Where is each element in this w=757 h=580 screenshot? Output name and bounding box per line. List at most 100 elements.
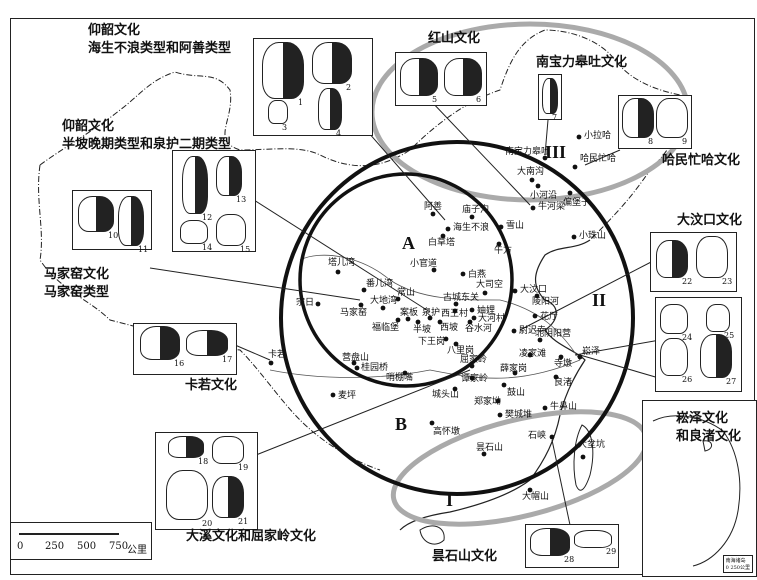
artifact-number: 5 <box>432 95 438 104</box>
site-label: 庙子沟 <box>462 205 490 215</box>
artifact-number: 28 <box>564 555 575 564</box>
artifact-number: 4 <box>336 129 342 138</box>
site-label: 哈民忙哈 <box>580 154 617 164</box>
artifact-number: 2 <box>346 83 352 92</box>
pottery-vessel-icon <box>182 156 208 214</box>
culture-label-hongshan: 红山文化 <box>428 31 481 46</box>
site-dot <box>427 315 433 321</box>
site-dot <box>469 214 475 220</box>
artifact-number: 22 <box>682 277 693 286</box>
site-dot <box>482 290 488 296</box>
site-label: 桂园桥 <box>361 363 389 373</box>
pottery-vessel-icon <box>212 476 244 518</box>
culture-label-majiayao: 马家窑文化马家窑类型 <box>44 267 110 300</box>
artifact-number: 9 <box>682 137 688 146</box>
site-label: 雪山 <box>506 221 525 231</box>
site-dot <box>527 487 533 493</box>
site-dot <box>268 360 274 366</box>
artifact-number: 16 <box>174 359 185 368</box>
site-dot <box>469 307 475 313</box>
site-label: 南宝力皋吐 <box>505 147 551 157</box>
site-label: 小拉哈 <box>584 131 612 141</box>
site-label: 哨棚嘴 <box>386 373 414 383</box>
site-dot <box>558 354 564 360</box>
outer-circle-b <box>279 140 635 496</box>
site-dot <box>501 382 507 388</box>
pottery-vessel-icon <box>168 436 204 458</box>
site-label: 泉护 <box>422 308 441 318</box>
artifact-number: 13 <box>236 195 247 204</box>
site-dot <box>358 302 364 308</box>
site-label: 尉迟寺 <box>519 326 547 336</box>
artifact-number: 8 <box>648 137 654 146</box>
culture-label-tanshishan: 昙石山文化 <box>432 549 498 564</box>
pottery-vessel-icon <box>696 236 728 278</box>
site-dot <box>572 164 578 170</box>
site-dot <box>405 316 411 322</box>
site-dot <box>535 183 541 189</box>
site-label: 八里岗 <box>447 346 475 356</box>
artifact-number: 1 <box>298 98 304 107</box>
artifact-number: 29 <box>606 547 617 556</box>
pottery-vessel-icon <box>706 304 730 332</box>
site-dot <box>430 211 436 217</box>
pottery-vessel-icon <box>542 78 558 114</box>
culture-label-karuo: 卡若文化 <box>185 378 238 393</box>
site-dot <box>481 451 487 457</box>
artifact-number: 20 <box>202 519 213 528</box>
inner-circle-a <box>298 172 514 388</box>
pottery-vessel-icon <box>318 88 342 130</box>
site-label: 寺墩 <box>554 359 573 369</box>
artifact-number: 6 <box>476 95 482 104</box>
artifact-number: 21 <box>238 517 249 526</box>
site-dot <box>577 354 583 360</box>
site-dot <box>452 308 458 314</box>
site-label: 小河沿 <box>530 191 558 201</box>
site-label: 石峡 <box>528 431 547 441</box>
site-label: 谷水河 <box>465 324 493 334</box>
yangtze-river <box>269 359 581 379</box>
site-dot <box>395 317 401 323</box>
artifact-number: 23 <box>722 277 733 286</box>
pottery-vessel-icon <box>78 196 114 232</box>
culture-label-dawenkou: 大汶口文化 <box>677 213 743 228</box>
artifact-number: 26 <box>682 375 693 384</box>
scale-bar: 0 250 500 750 公里 <box>10 522 152 560</box>
culture-label-songze-liangzhu: 崧泽文化和良渚文化 <box>676 411 742 444</box>
site-dot <box>469 363 475 369</box>
region-ii: II <box>592 290 607 310</box>
culture-label-haminmangha: 哈民忙哈文化 <box>662 153 741 168</box>
site-label: 鼓山 <box>507 388 526 398</box>
site-label: 郑家坳 <box>474 397 502 407</box>
site-dot <box>467 319 473 325</box>
artifact-number: 3 <box>282 123 288 132</box>
site-label: 白草塔 <box>428 238 456 248</box>
artifact-number: 19 <box>238 463 249 472</box>
region-i: I <box>446 490 454 510</box>
artifact-number: 14 <box>202 243 213 252</box>
site-dot <box>453 301 459 307</box>
site-dot <box>553 374 559 380</box>
scale-tick: 500 <box>77 541 97 552</box>
site-dot <box>335 269 341 275</box>
site-dot <box>380 305 386 311</box>
inset-caption: 南海诸岛 <box>725 558 746 564</box>
site-label: 宗日 <box>296 298 315 308</box>
site-dot <box>512 288 518 294</box>
pottery-vessel-icon <box>268 100 288 124</box>
site-dot <box>496 241 502 247</box>
site-label: 大南沟 <box>517 167 545 177</box>
scale-unit: 公里 <box>127 545 147 556</box>
site-dot <box>497 412 503 418</box>
pottery-vessel-icon <box>622 98 654 138</box>
site-label: 大地湾 <box>370 296 398 306</box>
site-label: 半坡 <box>413 325 432 335</box>
site-label: 塔儿湾 <box>328 258 356 268</box>
site-dot <box>534 293 540 299</box>
site-label: 常山 <box>397 288 416 298</box>
site-dot <box>445 226 451 232</box>
site-dot <box>532 313 538 319</box>
site-dot <box>527 352 533 358</box>
pottery-vessel-icon <box>400 58 438 96</box>
artifact-number: 10 <box>108 231 119 240</box>
